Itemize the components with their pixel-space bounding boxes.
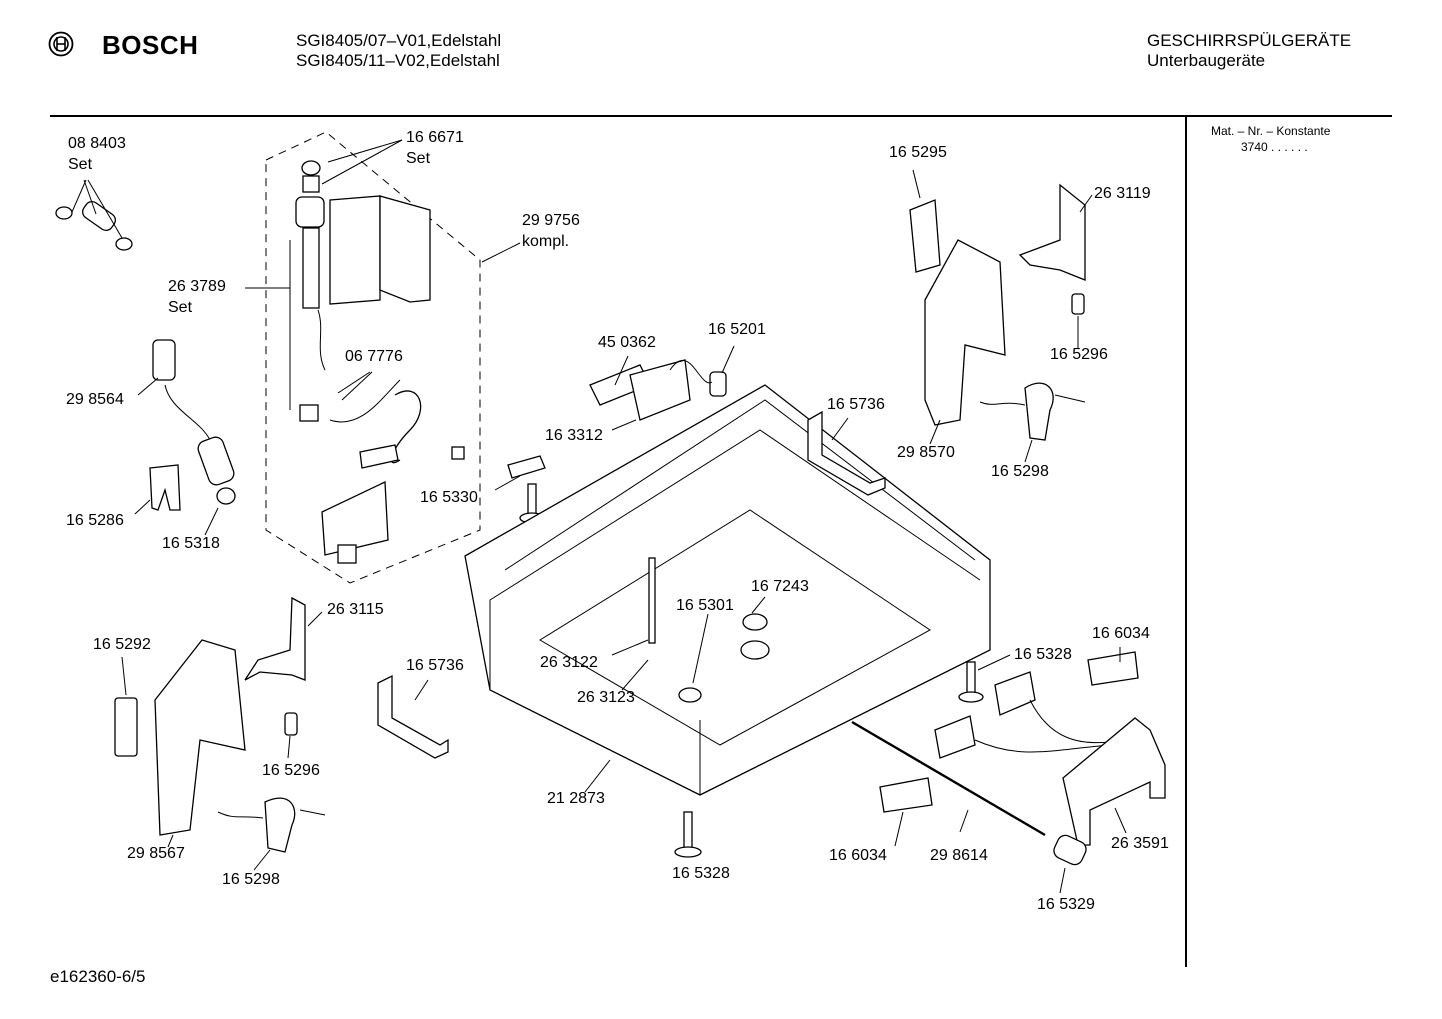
part-label: Set: [406, 150, 431, 167]
end-cap-part: [1053, 834, 1087, 866]
part-label: 16 5328: [1014, 646, 1072, 663]
bracket-part-4: [244, 596, 306, 681]
hose-clamp-set-part: [55, 200, 133, 251]
part-label: 16 5296: [1050, 346, 1108, 363]
connector-part-2: [879, 777, 933, 813]
part-label: 16 5330: [420, 489, 478, 506]
part-label: Set: [68, 156, 93, 173]
clip-part-3: [284, 712, 298, 736]
brand-name: BOSCH: [102, 30, 199, 60]
screw-part-3: [674, 811, 702, 858]
part-label: Set: [168, 299, 193, 316]
category-title: GESCHIRRSPÜLGERÄTE: [1147, 31, 1352, 50]
part-label: 16 7243: [751, 578, 809, 595]
part-label: 16 5328: [672, 865, 730, 882]
part-label: 16 5292: [93, 636, 151, 653]
part-label: 29 8614: [930, 847, 988, 864]
part-label: 16 5736: [406, 657, 464, 674]
support-part: [1062, 717, 1166, 846]
part-label: 16 6034: [829, 847, 887, 864]
part-label: 26 3119: [1094, 185, 1151, 202]
spring-hose-part: [152, 339, 236, 505]
heater-strip-part-1: [807, 410, 886, 496]
heater-strip-part-2: [377, 674, 449, 759]
clip-part: [149, 464, 181, 511]
part-label: 16 5201: [708, 321, 766, 338]
part-label: 26 3122: [540, 654, 598, 671]
sensor-part-1: [979, 382, 1086, 441]
part-label: 16 5329: [1037, 896, 1095, 913]
subcategory-title: Unterbaugeräte: [1147, 51, 1266, 70]
switch-cover-part: [114, 697, 138, 757]
part-label: 26 3789: [168, 278, 226, 295]
wiring-harness-part: [934, 671, 1111, 759]
aquastop-valve-part: [295, 160, 465, 564]
part-label: 16 5301: [676, 597, 734, 614]
part-label: 29 8570: [897, 444, 955, 461]
part-label: 16 5296: [262, 762, 320, 779]
part-label: 26 3123: [577, 689, 635, 706]
part-label: 16 6671: [406, 129, 464, 146]
pressure-switch-part: [589, 359, 727, 421]
part-label: 16 5298: [991, 463, 1049, 480]
part-label: 16 5318: [162, 535, 220, 552]
part-label: 45 0362: [598, 334, 656, 351]
bracket-part-1: [909, 199, 941, 273]
bracket-part-2: [924, 239, 1006, 426]
model-line-2: SGI8405/11–V02,Edelstahl: [296, 51, 500, 70]
sensor-part-2: [217, 797, 326, 853]
part-label: 16 5286: [66, 512, 124, 529]
part-label: 21 2873: [547, 790, 605, 807]
model-line-1: SGI8405/07–V01,Edelstahl: [296, 31, 502, 50]
part-label: 26 3115: [327, 601, 384, 618]
clip-part-2: [1071, 293, 1085, 315]
bracket-part-3: [1018, 183, 1086, 281]
part-label: 16 5295: [889, 144, 947, 161]
part-label: 06 7776: [345, 348, 403, 365]
small-box-part: [507, 455, 546, 479]
part-label: 16 6034: [1092, 625, 1150, 642]
part-label: 29 9756: [522, 212, 580, 229]
part-label: 26 3591: [1111, 835, 1169, 852]
part-label: kompl.: [522, 233, 570, 250]
bracket-part-5: [154, 639, 246, 836]
footer-code: e162360-6/5: [50, 967, 146, 986]
connector-part-1: [1087, 651, 1139, 686]
part-label: 16 5736: [827, 396, 885, 413]
valve-group-outline: [265, 131, 481, 584]
sidebar-value: 3740 . . . . . .: [1241, 140, 1308, 154]
part-label: 16 3312: [545, 427, 603, 444]
screw-part-2: [958, 661, 984, 703]
bosch-logo-icon: [48, 31, 74, 57]
rod-part: [851, 720, 1046, 837]
part-label: 08 8403: [68, 135, 126, 152]
part-label: 29 8567: [127, 845, 185, 862]
part-label: 16 5298: [222, 871, 280, 888]
part-label: 29 8564: [66, 391, 124, 408]
sidebar-label: Mat. – Nr. – Konstante: [1211, 124, 1331, 138]
